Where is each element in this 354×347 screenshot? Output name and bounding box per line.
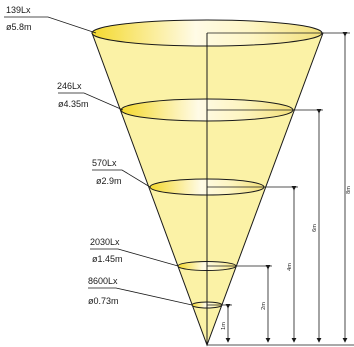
dimension-lines xyxy=(225,32,348,343)
lux-label-4m: 570Lx xyxy=(92,158,117,168)
height-label-2m: 2m xyxy=(261,302,267,310)
height-label-1m: 1m xyxy=(221,322,227,330)
height-label-4m: 4m xyxy=(287,263,293,271)
diameter-label-2m: ø1.45m xyxy=(92,254,123,264)
lux-label-1m: 8600Lx xyxy=(88,276,118,286)
diameter-label-8m: ø5.8m xyxy=(6,22,32,32)
lux-label-6m: 246Lx xyxy=(57,81,82,91)
lux-label-8m: 139Lx xyxy=(6,5,31,15)
lux-label-2m: 2030Lx xyxy=(90,237,120,247)
diameter-label-4m: ø2.9m xyxy=(96,176,122,186)
level-labels: 139Lx ø5.8m 246Lx ø4.35m 570Lx ø2.9m 203… xyxy=(6,5,123,306)
diameter-label-1m: ø0.73m xyxy=(88,296,119,306)
height-label-6m: 6m xyxy=(312,224,318,232)
diameter-label-6m: ø4.35m xyxy=(58,99,89,109)
height-label-8m: 8m xyxy=(346,186,352,194)
leader-lines xyxy=(4,16,193,306)
